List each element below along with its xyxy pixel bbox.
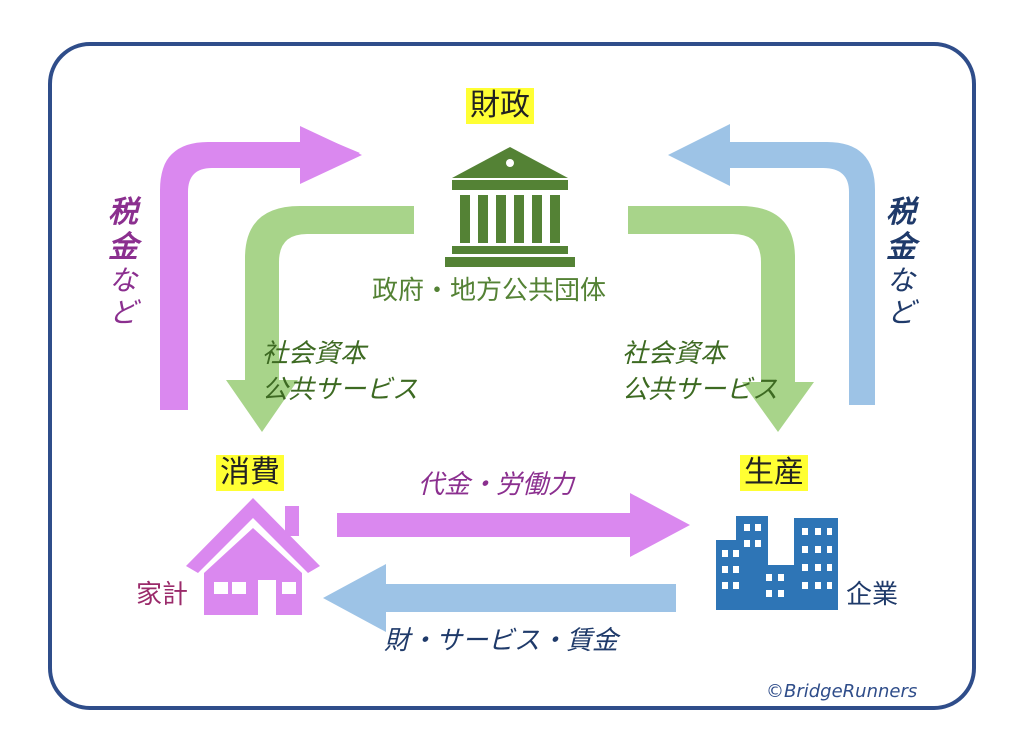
left-tax-arrow-body [160, 126, 362, 410]
right-tax-char-3: な [886, 264, 915, 297]
left-tax-char-3: な [108, 264, 137, 297]
house-icon [186, 498, 320, 615]
left-service-line1: 社会資本 [262, 339, 367, 369]
left-tax-label: 税 金 な ど [108, 195, 138, 330]
right-tax-char-2: 金 [886, 229, 916, 265]
right-tax-char-1: 税 [886, 195, 916, 230]
left-service-line2: 公共サービス [262, 375, 419, 405]
top-flow-arrow [337, 493, 690, 557]
right-tax-label: 税 金 な ど [886, 195, 916, 330]
household-label: 家計 [136, 580, 189, 610]
diagram-frame [48, 42, 976, 710]
right-service-line2: 公共サービス [622, 375, 779, 405]
government-title: 財政 [466, 88, 534, 124]
right-tax-char-4: ど [886, 296, 915, 330]
right-service-line1: 社会資本 [622, 339, 727, 369]
bottom-flow-label: 財・サービス・賃金 [384, 626, 619, 656]
copyright: ©BridgeRunners [766, 681, 918, 702]
office-buildings-icon [716, 516, 838, 610]
left-tax-char-1: 税 [108, 195, 138, 230]
government-building-icon [445, 147, 575, 267]
government-subtitle: 政府・地方公共団体 [372, 276, 607, 306]
left-service-arrow [226, 206, 414, 432]
bottom-flow-arrow [323, 564, 676, 632]
household-title: 消費 [216, 455, 284, 491]
company-title: 生産 [740, 455, 808, 491]
left-tax-char-2: 金 [108, 229, 138, 265]
right-service-arrow [628, 206, 814, 432]
right-tax-arrow [668, 124, 875, 405]
company-label: 企業 [846, 580, 899, 610]
top-flow-label: 代金・労働力 [418, 470, 575, 500]
left-tax-char-4: ど [108, 296, 137, 330]
